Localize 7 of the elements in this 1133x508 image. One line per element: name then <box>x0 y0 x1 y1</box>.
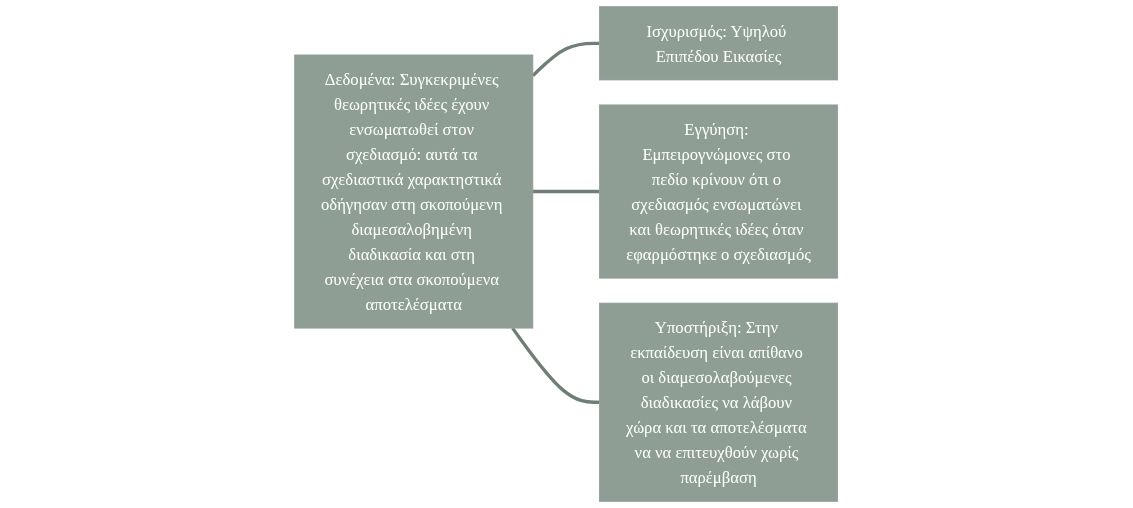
connector <box>511 327 600 404</box>
node-box: Ισχυρισμός: Υψηλού Επιπέδου Εικασίες <box>599 6 839 81</box>
connector <box>532 41 600 77</box>
node-box: Εγγύηση: Εμπειρογνώμονες στο πεδίο κρίνουν ότι ο σχεδιασμός ενσωματώνει και θεωρητικές ιδέες όταν εφαρμόστηκε ο σχεδιασμός <box>599 104 839 279</box>
node-box: Δεδομένα: Συγκεκριμένες θεωρητικές ιδέες έχουν ενσωματωθεί στον σχεδιασμό: αυτά τα σχεδιαστικά χαρακτηστικά οδήγησαν στη σκοπούμενη διαμεσαλοβημένη διαδικασία και στη συνέχεια στα σκοπούμενα αποτελέσματα <box>294 54 534 329</box>
node-box: Υποστήριξη: Στην εκπαίδευση είναι απίθανο οι διαμεσολαβούμενες διαδικασίες να λάβουν χώρα και τα αποτελέσματα να να επιτευχθούν χωρίς παρέμβαση <box>599 302 839 502</box>
connector <box>533 189 600 194</box>
